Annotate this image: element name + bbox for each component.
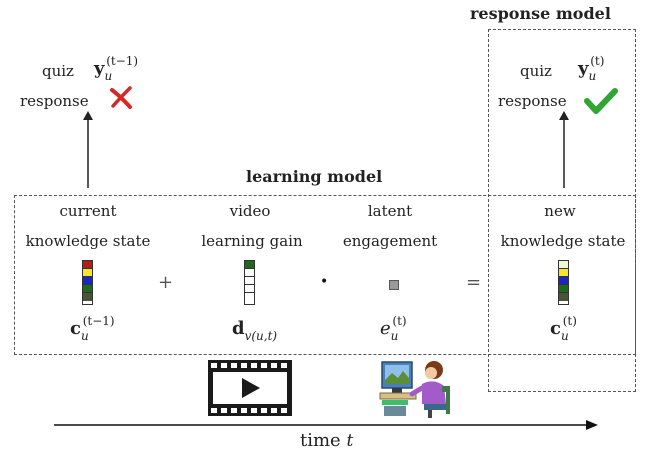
plus-operator: + [158, 272, 174, 293]
video-gain-line2: learning gain [201, 232, 303, 250]
response-prev-label: response [20, 92, 89, 110]
current-state-line1: current [59, 202, 117, 220]
video-gain-line1: video [229, 202, 271, 220]
y-prev-symbol: yu(t−1) [94, 54, 139, 83]
learning-model-title: learning model [246, 167, 383, 186]
response-model-title: response model [470, 4, 611, 23]
new-state-line1: new [544, 202, 576, 220]
engagement-line2: engagement [342, 232, 438, 250]
film-play-icon [208, 360, 292, 416]
arrow-up-prev [83, 111, 93, 188]
green-check-icon [584, 88, 618, 114]
c-prev-symbol: cu(t−1) [70, 314, 115, 343]
time-axis-arrow [54, 420, 598, 430]
quiz-curr-label: quiz [520, 62, 552, 80]
new-state-line2: knowledge state [500, 232, 626, 250]
c-new-symbol: cu(t) [550, 314, 577, 343]
engagement-scalar [389, 280, 399, 290]
student-computer-icon [379, 361, 450, 418]
arrow-up-curr [559, 111, 569, 188]
e-symbol: eu(t) [380, 314, 407, 343]
d-symbol: dv(u,t) [232, 318, 278, 343]
y-curr-symbol: yu(t) [578, 54, 605, 83]
current-state-vector [82, 260, 93, 305]
new-state-vector [558, 260, 569, 305]
red-x-icon [110, 86, 132, 109]
equals-operator: = [466, 272, 482, 293]
current-state-line2: knowledge state [25, 232, 151, 250]
response-curr-label: response [498, 92, 567, 110]
learning-model-box [14, 195, 636, 355]
engagement-line1: latent [367, 202, 413, 220]
video-gain-vector [244, 260, 255, 305]
quiz-prev-label: quiz [42, 62, 74, 80]
time-axis-label: time t [300, 430, 354, 451]
dot-operator: • [320, 274, 329, 290]
